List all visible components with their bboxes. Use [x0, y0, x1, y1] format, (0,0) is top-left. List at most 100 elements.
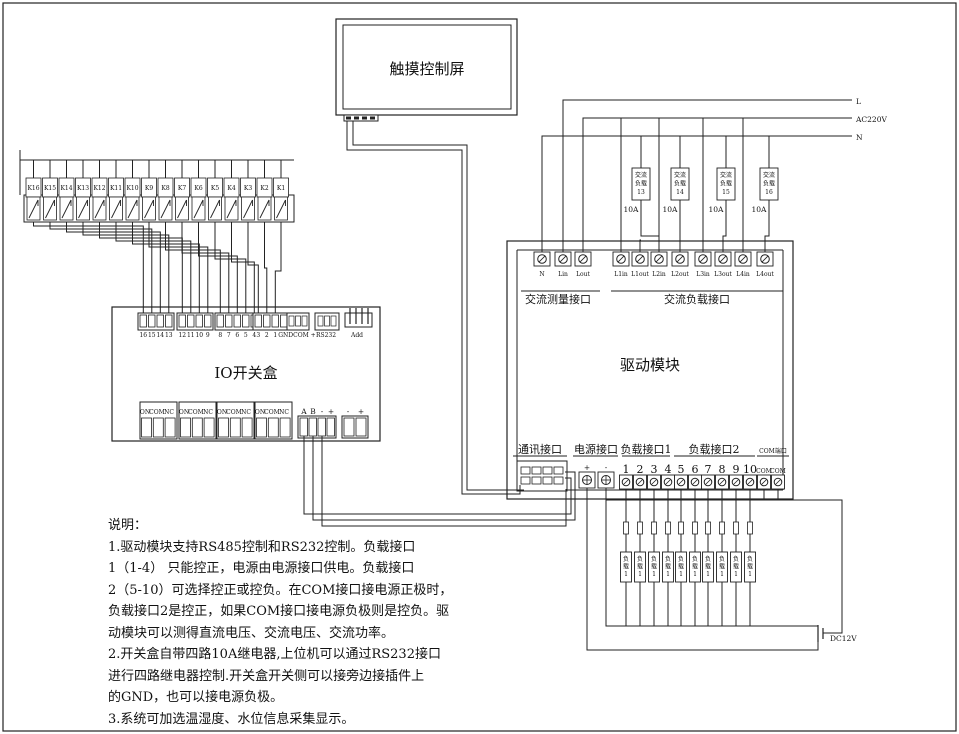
relay-output-pin [267, 417, 279, 438]
ac-load-text: 13 [637, 189, 645, 196]
dc-terminal-slot [623, 479, 629, 485]
io-box-title: IO开关盒 [214, 364, 277, 382]
dc-load-text: 1 [706, 571, 710, 578]
io-input-block [176, 312, 214, 331]
relay-contact [127, 199, 138, 219]
io-input-number: 15 [148, 332, 156, 339]
relay-signal-wire [33, 222, 144, 313]
ac-terminal-label: Lout [576, 271, 590, 278]
dc-terminal-slot [692, 479, 698, 485]
relay-contact [226, 199, 237, 219]
io-input-pin [139, 314, 147, 328]
relay-label: K4 [227, 185, 235, 192]
io-input-number: 4 [252, 332, 256, 339]
relay-label: K15 [44, 185, 56, 192]
relay-signal-wire [274, 222, 282, 313]
dc-terminal-label: 6 [692, 463, 699, 476]
power-plus-sign: + [584, 463, 590, 472]
ac-load-text: 14 [676, 189, 684, 196]
io-input-number: 1 [273, 332, 277, 339]
rs485-plus-label: + [328, 407, 334, 416]
ac-load-text: 16 [765, 189, 773, 196]
ac-terminal-slot [617, 255, 625, 263]
touch-screen: 触摸控制屏 [335, 18, 518, 122]
io-input-number: 14 [156, 332, 164, 339]
screen-pin [370, 116, 375, 120]
relay-signal-wire [165, 222, 221, 313]
ac-load-out [722, 200, 727, 252]
dc-load-text: 1 [679, 571, 683, 578]
dc-load-text: 负 [747, 555, 753, 563]
ac-load-text: 交流 [720, 171, 732, 179]
dc-terminal-slot [761, 479, 767, 485]
note-line: 负载接口2是控正，如果COM接口接电源负极则是控负。驱 [108, 604, 450, 619]
relay-output-pin [241, 417, 253, 438]
relay-contact [259, 199, 270, 219]
relay-output-label: NC [279, 409, 289, 416]
dc-load-text: 载 [678, 563, 684, 571]
dc-terminal-label: 5 [678, 463, 685, 476]
ac-terminal-slot [636, 255, 644, 263]
ac-load-text: 15 [722, 189, 730, 196]
rs232-pin [317, 315, 324, 327]
dc-fuse [692, 521, 698, 535]
dc-supply-label: DC12V [830, 634, 857, 643]
relay-label: K3 [244, 185, 252, 192]
io-input-pin [280, 314, 288, 328]
relay-contact [144, 199, 154, 219]
ac-terminal-label: L1in [614, 271, 628, 278]
relay-label: K2 [260, 185, 268, 192]
comm-pin [520, 466, 531, 475]
rs485-pin [308, 417, 317, 437]
rs232-pin [330, 315, 337, 327]
relay-output-pin [152, 417, 164, 438]
relay-output-label: ON [255, 409, 265, 416]
screen-comm-wire [352, 121, 524, 491]
relay-label: K7 [178, 185, 186, 192]
comm-pin [542, 466, 553, 475]
rs485-pin [326, 417, 335, 437]
comm-interface-label: 通讯接口 [518, 443, 562, 456]
relay-output-pin [141, 417, 152, 438]
relay-output-label: COM [188, 409, 204, 416]
load-interface-1-label: 负载接口1 [621, 442, 672, 456]
dc-load-text: 负 [692, 555, 698, 563]
comm-pin [531, 466, 542, 475]
dc-terminal-label: 8 [719, 463, 726, 476]
dc-load-text: 负 [705, 555, 711, 563]
relay-contact [28, 199, 39, 219]
dc-terminal-label: 7 [705, 463, 712, 476]
relay-output-pin [229, 417, 241, 438]
relay-signal-wire [148, 222, 209, 313]
ac-n-line [541, 135, 852, 252]
note-line: 2（5-10）可选择控正或控负。在COM接口接电源正极时， [108, 582, 453, 598]
comm-pin [553, 466, 564, 475]
dc-load-text: 载 [623, 563, 629, 571]
note-line: 1（1-4） 只能控正，电源由电源接口供电。负载接口 [108, 561, 415, 576]
dc-terminal-slot [665, 479, 671, 485]
ac-load-label: 交流负载接口 [664, 292, 730, 306]
comm-pin [553, 476, 564, 485]
relay-output-pin [180, 417, 191, 438]
ac-terminal-slot [676, 255, 684, 263]
relay-signal-wire [82, 222, 170, 313]
ac-terminal-label: L2out [671, 271, 689, 278]
ac-terminal-slot [655, 255, 663, 263]
dc-terminal-label: 1 [623, 463, 630, 476]
io-input-number: 2 [265, 332, 269, 339]
dc-load-text: 负 [637, 555, 643, 563]
ac-terminal-label: N [539, 271, 544, 278]
relay-contact [111, 199, 121, 219]
relay-contact [210, 199, 220, 219]
power-pin [355, 417, 367, 437]
io-input-pin [271, 314, 279, 328]
dc-terminal-slot [705, 479, 711, 485]
dc-load-text: 载 [665, 563, 671, 571]
ac-l-label: L [856, 97, 861, 106]
ac-terminal-label: Lin [558, 271, 568, 278]
dc-terminal-slot [775, 479, 781, 485]
io-input-number: 6 [235, 332, 239, 339]
